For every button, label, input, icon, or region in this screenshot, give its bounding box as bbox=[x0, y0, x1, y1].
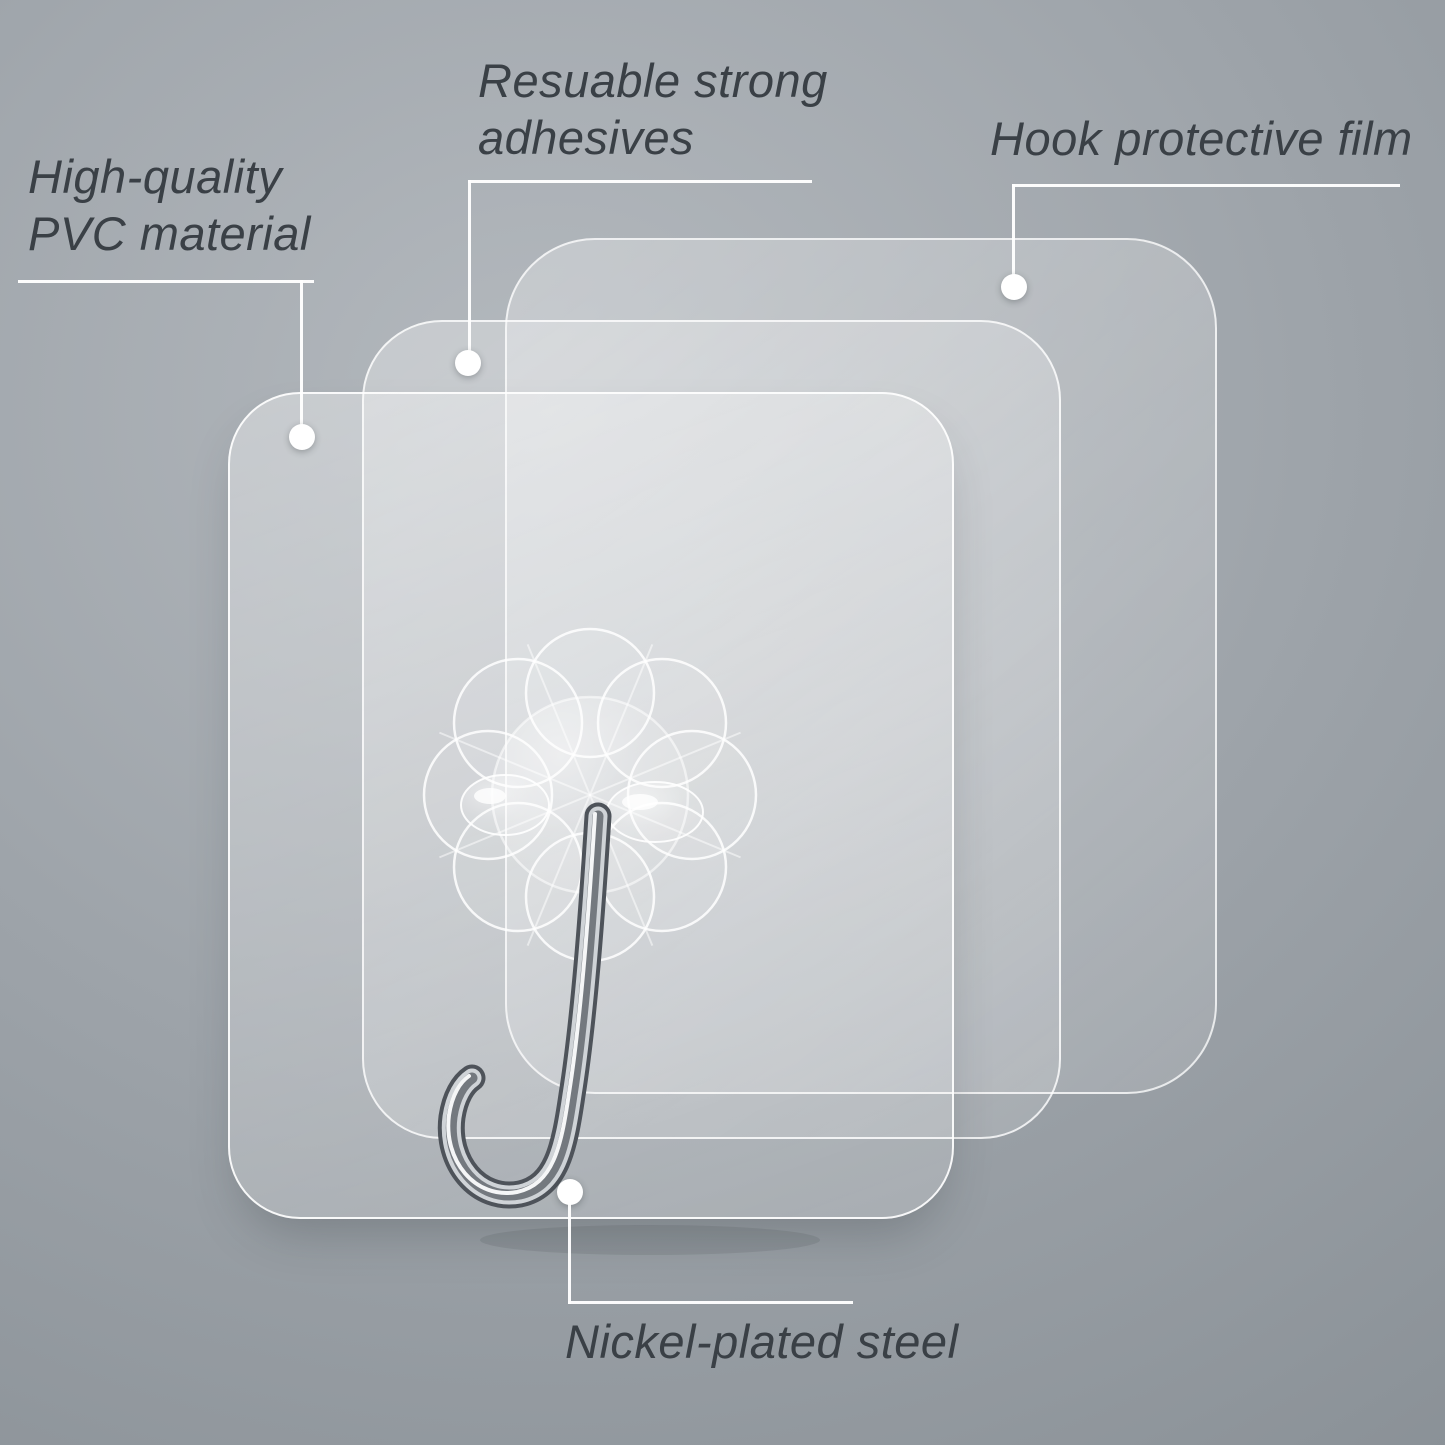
pvc-anchor-dot bbox=[289, 424, 315, 450]
adhesive-callout-connector bbox=[468, 180, 471, 356]
protective-film-label: Hook protective film bbox=[990, 110, 1413, 167]
steel-label-text: Nickel-plated steel bbox=[565, 1315, 959, 1368]
adhesive-anchor-dot bbox=[455, 350, 481, 376]
pvc-callout-underline bbox=[18, 280, 314, 283]
metal-hook-icon bbox=[437, 802, 612, 1209]
film-callout-underline bbox=[1012, 184, 1400, 187]
pvc-callout-connector bbox=[300, 280, 303, 430]
film-callout-connector bbox=[1012, 184, 1015, 280]
adhesive-label-line1: Resuable strong bbox=[478, 54, 828, 107]
pvc-label-line1: High-quality bbox=[28, 150, 283, 203]
hook-illustration bbox=[422, 627, 820, 1255]
adhesive-label-line2: adhesives bbox=[478, 111, 695, 165]
hook-shadow bbox=[480, 1225, 820, 1255]
pvc-material-label: High-quality PVC material bbox=[28, 148, 311, 263]
film-label-text: Hook protective film bbox=[990, 112, 1413, 165]
steel-callout-connector bbox=[568, 1198, 571, 1304]
adhesive-label: Resuable strong adhesives bbox=[478, 52, 828, 167]
nickel-steel-label: Nickel-plated steel bbox=[565, 1313, 959, 1370]
film-anchor-dot bbox=[1001, 274, 1027, 300]
flower-petal-separators bbox=[439, 644, 741, 946]
hook-mount-knobs bbox=[460, 774, 704, 843]
steel-callout-overline bbox=[568, 1301, 853, 1304]
pvc-label-line2: PVC material bbox=[28, 207, 311, 261]
adhesive-callout-underline bbox=[468, 180, 812, 183]
